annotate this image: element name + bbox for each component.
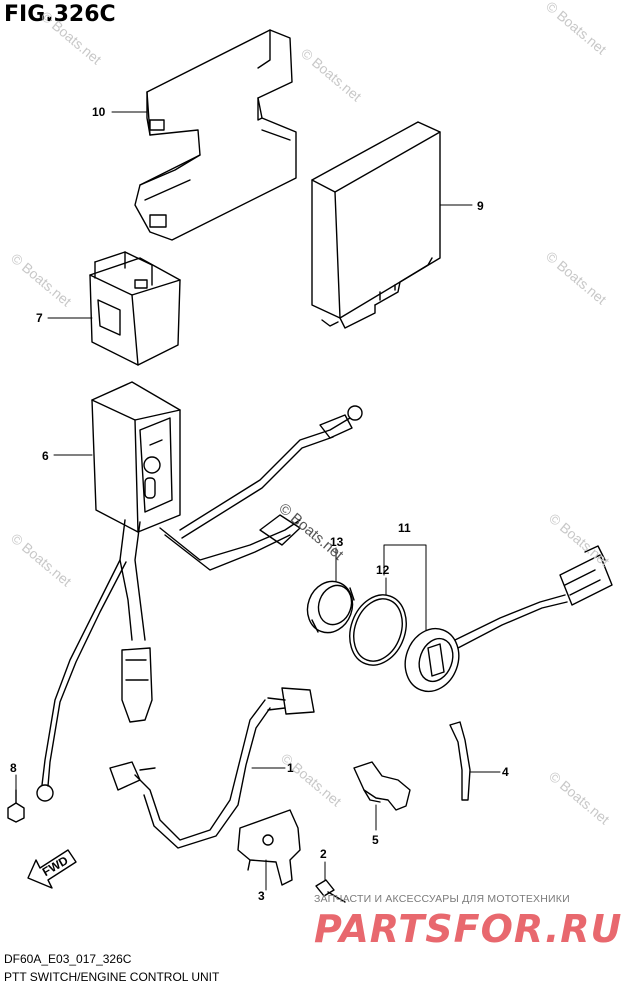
watermark: © Boats.net [8,250,75,309]
drawing-code: DF60A_E03_017_326C [4,952,132,966]
fwd-arrow-icon [27,849,77,889]
watermark: © Boats.net [543,0,610,58]
part-5-clamp [353,761,411,811]
watermark: © Boats.net [546,510,613,569]
watermark: © Boats.net [546,768,613,827]
watermark: © Boats.net [38,8,105,67]
callout-11: 11 [398,521,411,535]
callout-4: 4 [502,765,509,779]
callout-13: 13 [330,535,344,549]
watermark: © Boats.net [543,248,610,307]
callout-9: 9 [477,199,484,213]
callout-2: 2 [320,847,327,861]
watermark: © Boats.net [275,500,347,564]
watermark: © Boats.net [278,750,345,809]
callouts: 10 9 7 6 11 13 12 1 4 8 5 2 3 [10,105,509,903]
watermark: © Boats.net [8,530,75,589]
callout-8: 8 [10,761,17,775]
leader-lines [15,111,501,891]
parts-logo: PARTSFOR.RU [314,907,623,951]
part-11-switch [404,545,613,693]
watermarks: © Boats.net © Boats.net © Boats.net © Bo… [8,0,613,828]
part-3-bracket [237,809,301,886]
callout-7: 7 [36,311,43,325]
part-2-bolt [315,879,346,903]
callout-10: 10 [92,105,106,119]
part-8-bolt [7,789,25,823]
part-4-cable-tie [449,721,471,801]
callout-12: 12 [376,563,390,577]
part-1-harness [109,687,315,849]
part-9-ecu [311,121,441,329]
part-12-o-ring [349,594,407,666]
figure-title: FIG.326C [4,2,116,27]
part-6-ptt-switch [36,381,363,802]
part-13-ring [306,580,355,634]
part-10-cover [134,29,297,241]
parts-logo-subtitle: ЗАПЧАСТИ И АКСЕССУАРЫ ДЛЯ МОТОТЕХНИКИ [314,893,570,905]
diagram-caption: PTT SWITCH/ENGINE CONTROL UNIT [4,970,220,984]
callout-6: 6 [42,449,49,463]
callout-5: 5 [372,833,379,847]
callout-3: 3 [258,889,265,903]
watermark: © Boats.net [298,45,365,104]
callout-1: 1 [287,761,294,775]
part-7-relay [89,251,181,366]
